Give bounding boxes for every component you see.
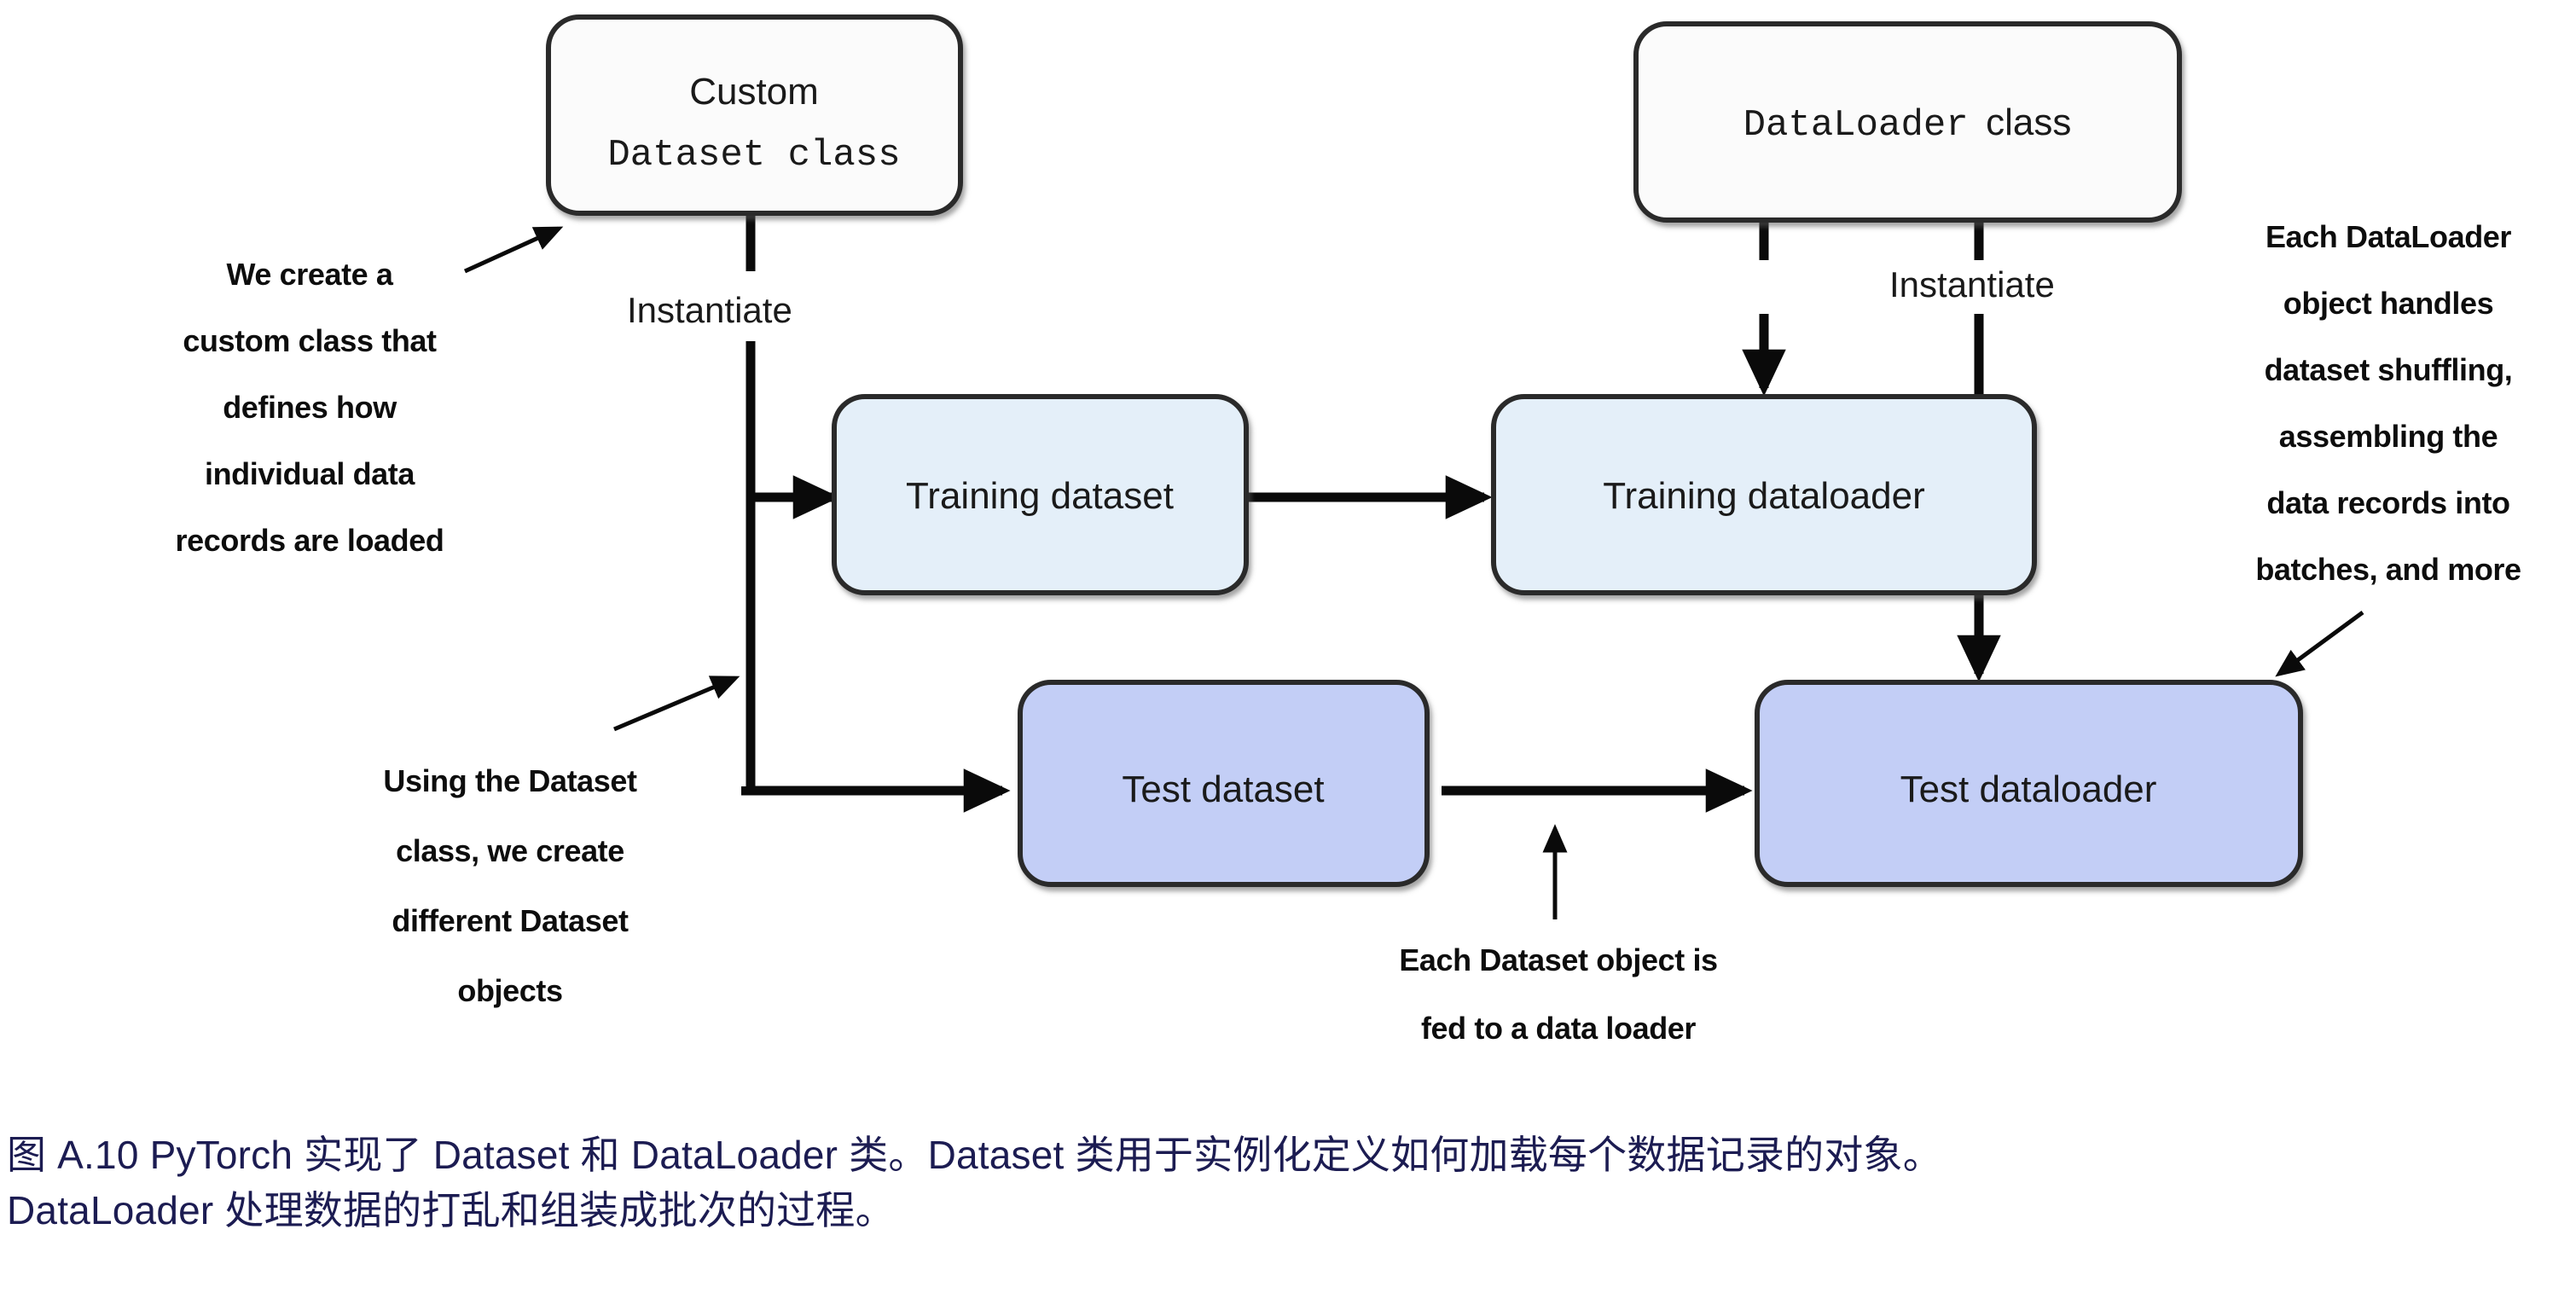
test-dataset-label: Test dataset: [1122, 768, 1324, 810]
node-dataloader-class[interactable]: DataLoader class: [1633, 21, 2182, 223]
custom-dataset-class-box: [546, 14, 963, 216]
annotation-each-dataloader-object-line-3: assembling the: [2279, 419, 2498, 454]
node-custom-dataset-class[interactable]: Custom Dataset class: [546, 14, 963, 216]
annotation-create-custom-class-line-4: records are loaded: [176, 523, 444, 558]
annotation-each-dataloader-object-line-0: Each DataLoader: [2266, 219, 2511, 254]
training-dataloader-box: [1491, 394, 2037, 595]
annotation-each-dataset-object-line-1: fed to a data loader: [1421, 1011, 1696, 1046]
annotation-using-dataset-class: Using the Dataset class, we create diffe…: [383, 675, 740, 1008]
annotation-using-dataset-class-line-0: Using the Dataset: [383, 763, 637, 798]
annotation-using-dataset-class-line-2: different Dataset: [392, 903, 629, 938]
annotation-each-dataloader-object-arrow: [2275, 610, 2364, 677]
custom-dataset-class-label-line2: Dataset class: [607, 134, 900, 177]
annotation-using-dataset-class-line-3: objects: [457, 973, 562, 1008]
annotation-each-dataloader-object-line-1: object handles: [2283, 286, 2493, 321]
annotation-create-custom-class-line-0: We create a: [226, 257, 393, 292]
figure-caption-line-1: 图 A.10 PyTorch 实现了 Dataset 和 DataLoader …: [7, 1133, 1942, 1177]
dataloader-class-label: DataLoader class: [1743, 101, 2072, 147]
test-dataset-box: [1018, 680, 1430, 887]
annotation-each-dataloader-object: Each DataLoader object handles dataset s…: [2255, 219, 2521, 677]
training-dataset-label: Training dataset: [906, 475, 1174, 517]
annotation-each-dataloader-object-line-4: data records into: [2266, 485, 2509, 520]
edge-label-instantiate-right: Instantiate: [1889, 264, 2055, 304]
training-dataset-box: [832, 394, 1249, 595]
training-dataloader-label: Training dataloader: [1603, 475, 1925, 517]
node-test-dataset[interactable]: Test dataset: [1018, 680, 1430, 887]
figure-caption-line-2: DataLoader 处理数据的打乱和组装成批次的过程。: [7, 1188, 895, 1233]
annotation-using-dataset-class-arrow: [613, 675, 740, 732]
node-training-dataloader[interactable]: Training dataloader: [1491, 394, 2037, 595]
annotation-create-custom-class-line-3: individual data: [205, 456, 415, 491]
custom-dataset-class-label-line1: Custom: [689, 71, 819, 113]
node-training-dataset[interactable]: Training dataset: [832, 394, 1249, 595]
edge-label-instantiate-left: Instantiate: [627, 290, 792, 330]
annotation-each-dataloader-object-line-2: dataset shuffling,: [2265, 352, 2513, 387]
dataloader-class-label-plain: class: [1986, 101, 2071, 143]
dataloader-class-label-mono: DataLoader: [1743, 104, 1969, 147]
dataloader-class-box: [1633, 21, 2182, 223]
dataset-dataloader-diagram: Custom Dataset class DataLoader class Tr…: [176, 14, 2521, 1046]
annotation-create-custom-class: We create a custom class that defines ho…: [176, 226, 564, 558]
node-test-dataloader[interactable]: Test dataloader: [1755, 680, 2303, 887]
annotation-each-dataloader-object-line-5: batches, and more: [2255, 552, 2521, 587]
annotation-create-custom-class-line-2: defines how: [223, 390, 397, 425]
figure-caption: 图 A.10 PyTorch 实现了 Dataset 和 DataLoader …: [7, 1128, 2566, 1239]
connector-trunk-to-test-dataset: [741, 768, 1011, 813]
annotation-using-dataset-class-line-1: class, we create: [396, 833, 624, 868]
test-dataloader-box: [1755, 680, 2303, 887]
connector-group-left: [741, 213, 1011, 813]
annotation-create-custom-class-arrow: [463, 226, 564, 274]
annotation-each-dataset-object-line-0: Each Dataset object is: [1399, 942, 1717, 977]
annotation-each-dataset-object: Each Dataset object is fed to a data loa…: [1399, 824, 1718, 1046]
annotation-create-custom-class-line-1: custom class that: [183, 323, 437, 358]
test-dataloader-label: Test dataloader: [1900, 768, 2157, 810]
